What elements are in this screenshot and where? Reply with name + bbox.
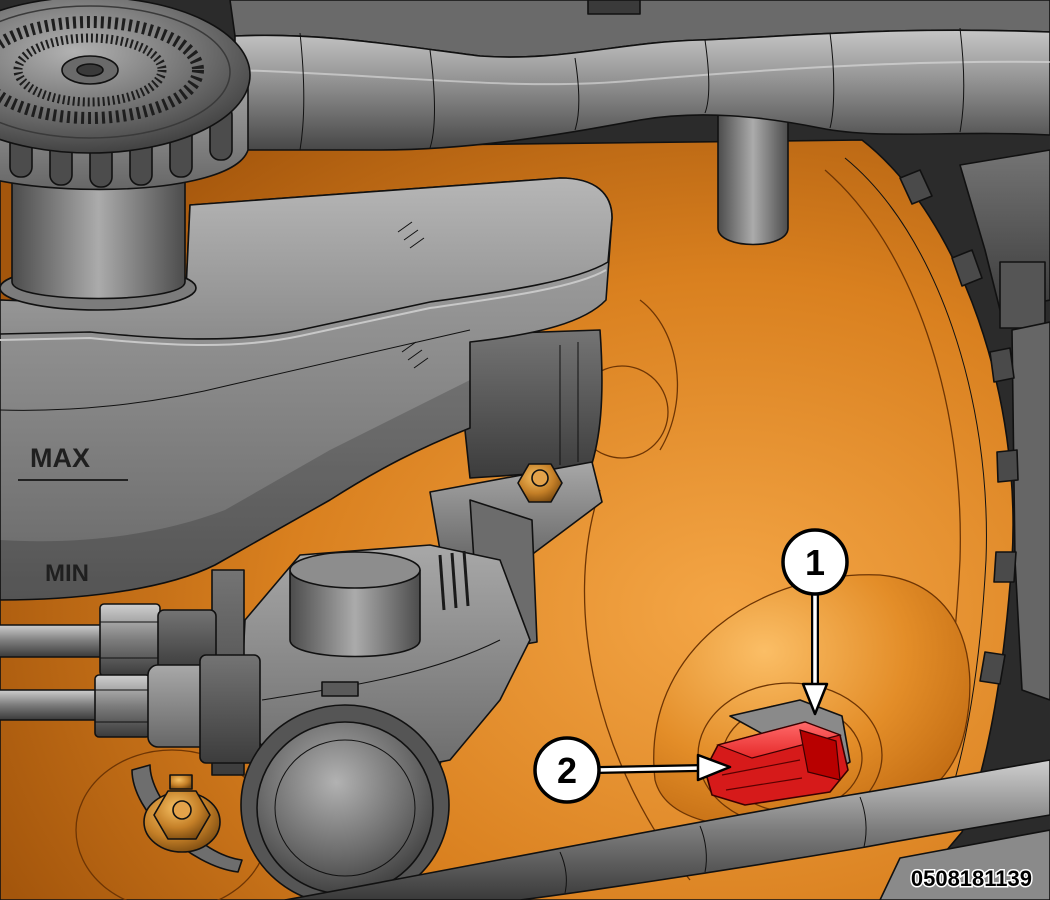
hose-seam	[959, 27, 965, 133]
nut-stud	[172, 800, 192, 820]
right-side-components	[899, 149, 1050, 701]
min-level-label: MIN	[45, 560, 89, 587]
cap-top-ring	[0, 5, 231, 139]
cap-embossed-text-ring-inner	[13, 33, 167, 107]
upper-mounting-nut	[517, 463, 563, 503]
pipe-stub-body	[717, 109, 789, 246]
level-rib	[397, 221, 413, 233]
main-hose	[234, 29, 1050, 151]
connector-groove	[721, 759, 803, 791]
end-cap-face	[256, 721, 434, 895]
rim-clip	[993, 551, 1017, 583]
vacuum-pipe-stub	[717, 109, 789, 246]
brake-line-lower	[0, 654, 261, 764]
callout-2-arrowhead	[696, 753, 732, 782]
callout-1: 1	[781, 528, 849, 716]
lower-tube	[284, 759, 1050, 900]
level-rib	[401, 341, 417, 353]
nut-tab	[169, 774, 193, 790]
callout-1-circle	[781, 528, 849, 596]
brake-line-tube	[0, 689, 106, 721]
brake-fluid-reservoir-cap	[0, 0, 251, 311]
tube-seam	[859, 796, 867, 848]
max-level-label: MAX	[30, 443, 90, 473]
hose-clip	[587, 0, 641, 15]
hose-seam	[299, 32, 305, 151]
booster-contour	[639, 299, 678, 451]
port-block	[199, 654, 261, 764]
figure-id-label: 0508181139	[911, 866, 1032, 891]
reservoir-port-boss	[289, 569, 421, 658]
rim-clip	[979, 651, 1006, 685]
callout-2-circle	[533, 736, 601, 804]
hose-seam	[429, 49, 435, 149]
body-fin-slot	[462, 550, 470, 607]
lower-right-bracket	[879, 829, 1050, 900]
reservoir-level-marks	[397, 221, 429, 369]
right-vertical-bracket	[1011, 321, 1050, 701]
lower-mounting-nut	[131, 764, 243, 873]
level-rib	[409, 237, 425, 249]
connector-latch	[799, 729, 841, 781]
mount-block	[454, 329, 603, 479]
brake-line-fitting	[94, 674, 151, 738]
fitting-flat	[95, 689, 150, 723]
master-cylinder-end-cap	[240, 704, 450, 900]
rim-clip	[899, 169, 933, 205]
callout-2-arrow-shaft	[596, 766, 703, 772]
hose-seam	[574, 57, 580, 131]
tube-seam	[559, 851, 567, 894]
level-rib	[403, 229, 419, 241]
reservoir-neck	[11, 169, 186, 300]
electrical-connector	[704, 699, 851, 806]
end-cap-ring	[274, 739, 416, 877]
tube-seam	[699, 825, 707, 873]
connector-top-face	[716, 721, 842, 759]
cap-embossed-text-ring	[0, 16, 204, 124]
lower-tube-body	[284, 759, 1050, 900]
fitting-flat	[100, 621, 160, 659]
brake-lines	[0, 569, 261, 776]
body-fin-slot	[450, 552, 458, 609]
rim-clip	[989, 347, 1015, 383]
reservoir-mount	[429, 329, 603, 563]
nut-stud	[531, 469, 549, 487]
reservoir-port-boss-top	[289, 551, 421, 589]
reservoir-rim-highlight	[0, 269, 607, 346]
brake-line-fitting	[99, 603, 161, 677]
callout-1-arrowhead	[801, 682, 829, 716]
callout-2-number: 2	[557, 750, 577, 791]
booster-rim-line	[844, 157, 987, 823]
body-contour	[261, 639, 501, 701]
hose-seam	[829, 32, 835, 129]
callout-2: 2	[533, 736, 732, 804]
port-clip	[321, 681, 359, 697]
body-fin-slot	[438, 554, 446, 611]
level-rib	[407, 349, 423, 361]
reservoir-contour	[0, 329, 471, 411]
right-clip-block	[999, 261, 1046, 329]
rim-clip	[951, 249, 983, 287]
level-rib	[413, 357, 429, 369]
upper-hose	[229, 0, 1050, 151]
callout-1-number: 1	[805, 542, 825, 583]
brake-line-tube	[0, 624, 116, 658]
cap-center-hole	[76, 63, 104, 77]
rim-clip	[996, 449, 1019, 483]
hose-seam	[704, 39, 710, 114]
hose-highlight	[234, 60, 1050, 86]
reservoir-lower-shade	[0, 380, 470, 600]
